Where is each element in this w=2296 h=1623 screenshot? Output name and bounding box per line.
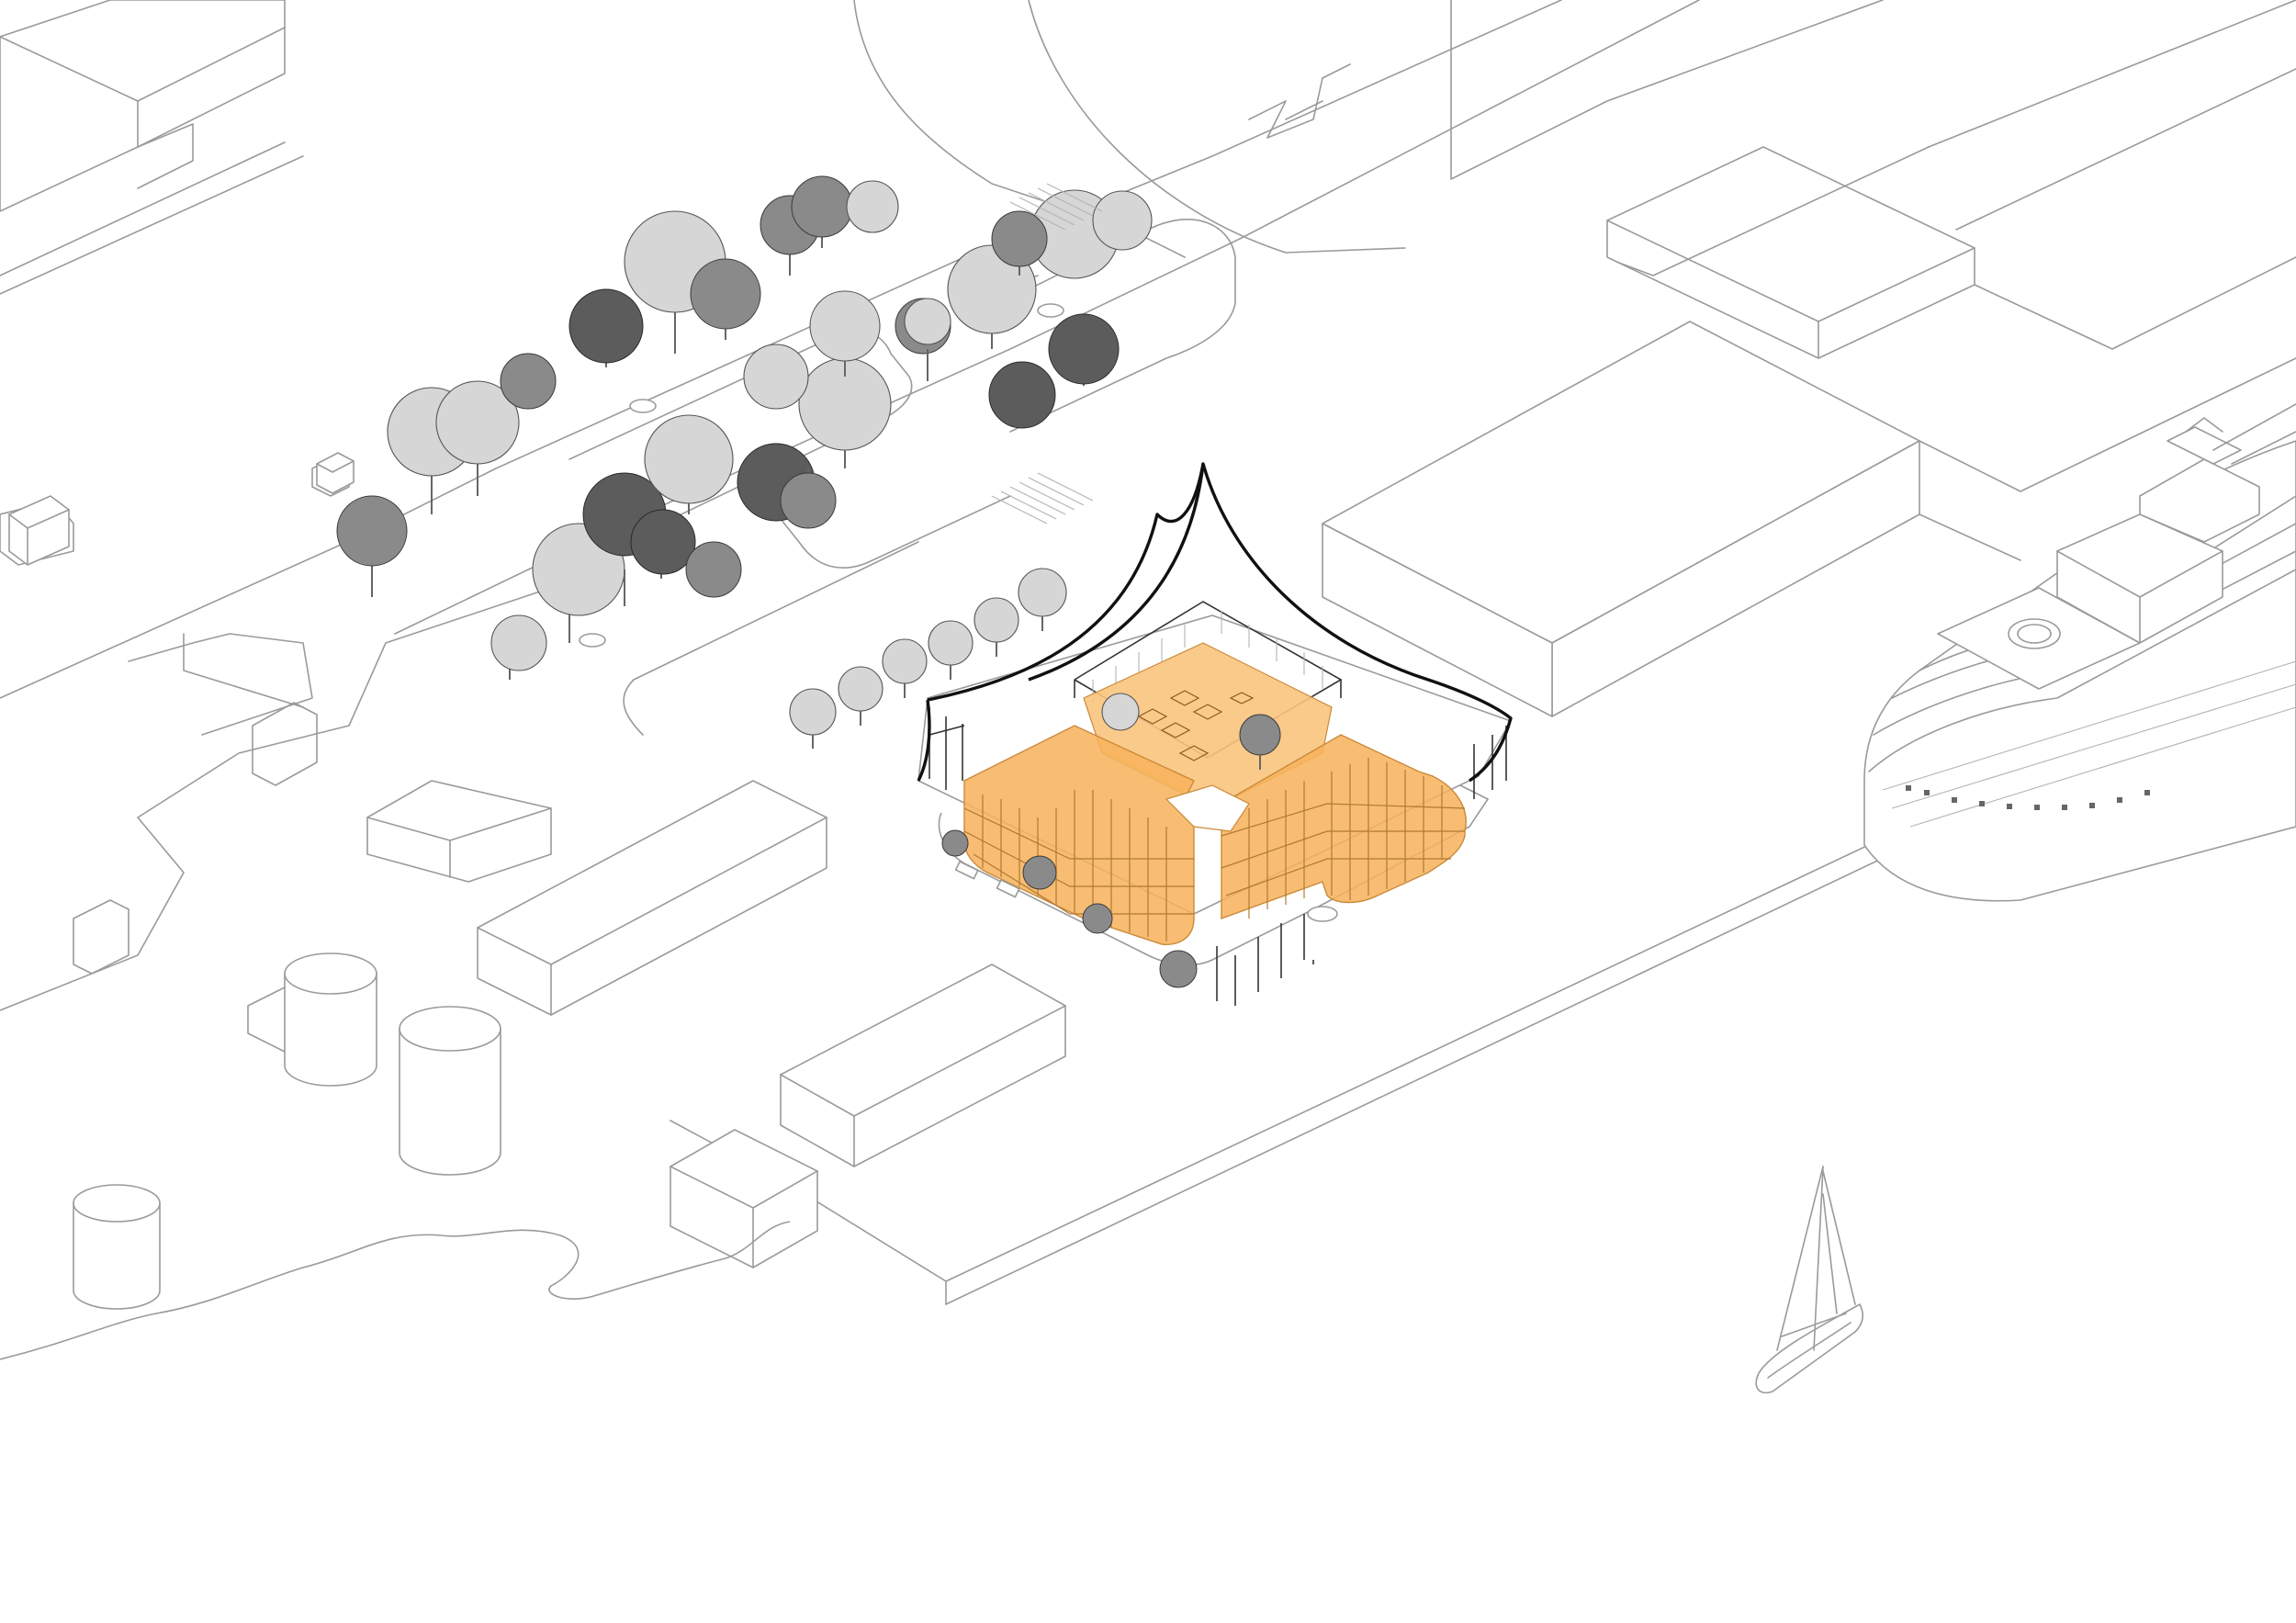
tree	[690, 258, 761, 340]
entrance-cut	[1165, 784, 1250, 832]
main-building	[917, 462, 1513, 1006]
tree	[1048, 313, 1120, 386]
building-columns	[1216, 914, 1314, 1006]
park-trees	[336, 175, 1153, 680]
tree	[941, 829, 969, 857]
tree	[500, 353, 557, 410]
tree	[780, 468, 837, 529]
tree	[685, 541, 742, 598]
plaza-furniture	[941, 829, 1338, 988]
tree	[490, 614, 547, 680]
tree	[1082, 903, 1113, 934]
skylights	[1137, 690, 1255, 761]
tree	[882, 638, 928, 698]
sailboat	[1755, 1166, 1864, 1393]
park-pavilions	[8, 303, 1064, 648]
courtyard-tree	[1239, 714, 1281, 770]
courtyard-tree	[1101, 693, 1140, 731]
tree	[988, 361, 1056, 429]
sheds-southwest	[0, 458, 1066, 1268]
tree	[947, 244, 1037, 349]
tree	[630, 509, 696, 579]
tree	[809, 290, 881, 377]
tree	[1022, 855, 1057, 890]
cruise-ship	[1863, 403, 2296, 902]
warehouse-terminal	[1322, 0, 2296, 717]
tree	[336, 495, 408, 597]
building-volume-left	[963, 725, 1195, 945]
street-trees	[789, 568, 1067, 749]
tree	[904, 298, 951, 381]
facade-grid-left	[963, 790, 1194, 941]
roof-canopy	[917, 462, 1513, 783]
tree	[1159, 950, 1198, 988]
tree	[743, 344, 809, 410]
tree	[1092, 190, 1153, 251]
storage-tanks	[73, 952, 501, 1310]
tree	[991, 210, 1048, 276]
facade-grid-right	[1221, 758, 1466, 919]
tree	[838, 666, 884, 726]
coastline	[0, 541, 791, 1360]
tree	[974, 597, 1019, 657]
context-buildings-northwest	[0, 0, 304, 295]
tree	[789, 688, 837, 749]
tree	[928, 620, 974, 680]
tree	[1018, 568, 1067, 631]
tree	[435, 380, 520, 496]
tree	[846, 180, 899, 233]
tree	[568, 288, 644, 367]
tree	[644, 414, 734, 514]
crosswalks	[991, 183, 1103, 524]
